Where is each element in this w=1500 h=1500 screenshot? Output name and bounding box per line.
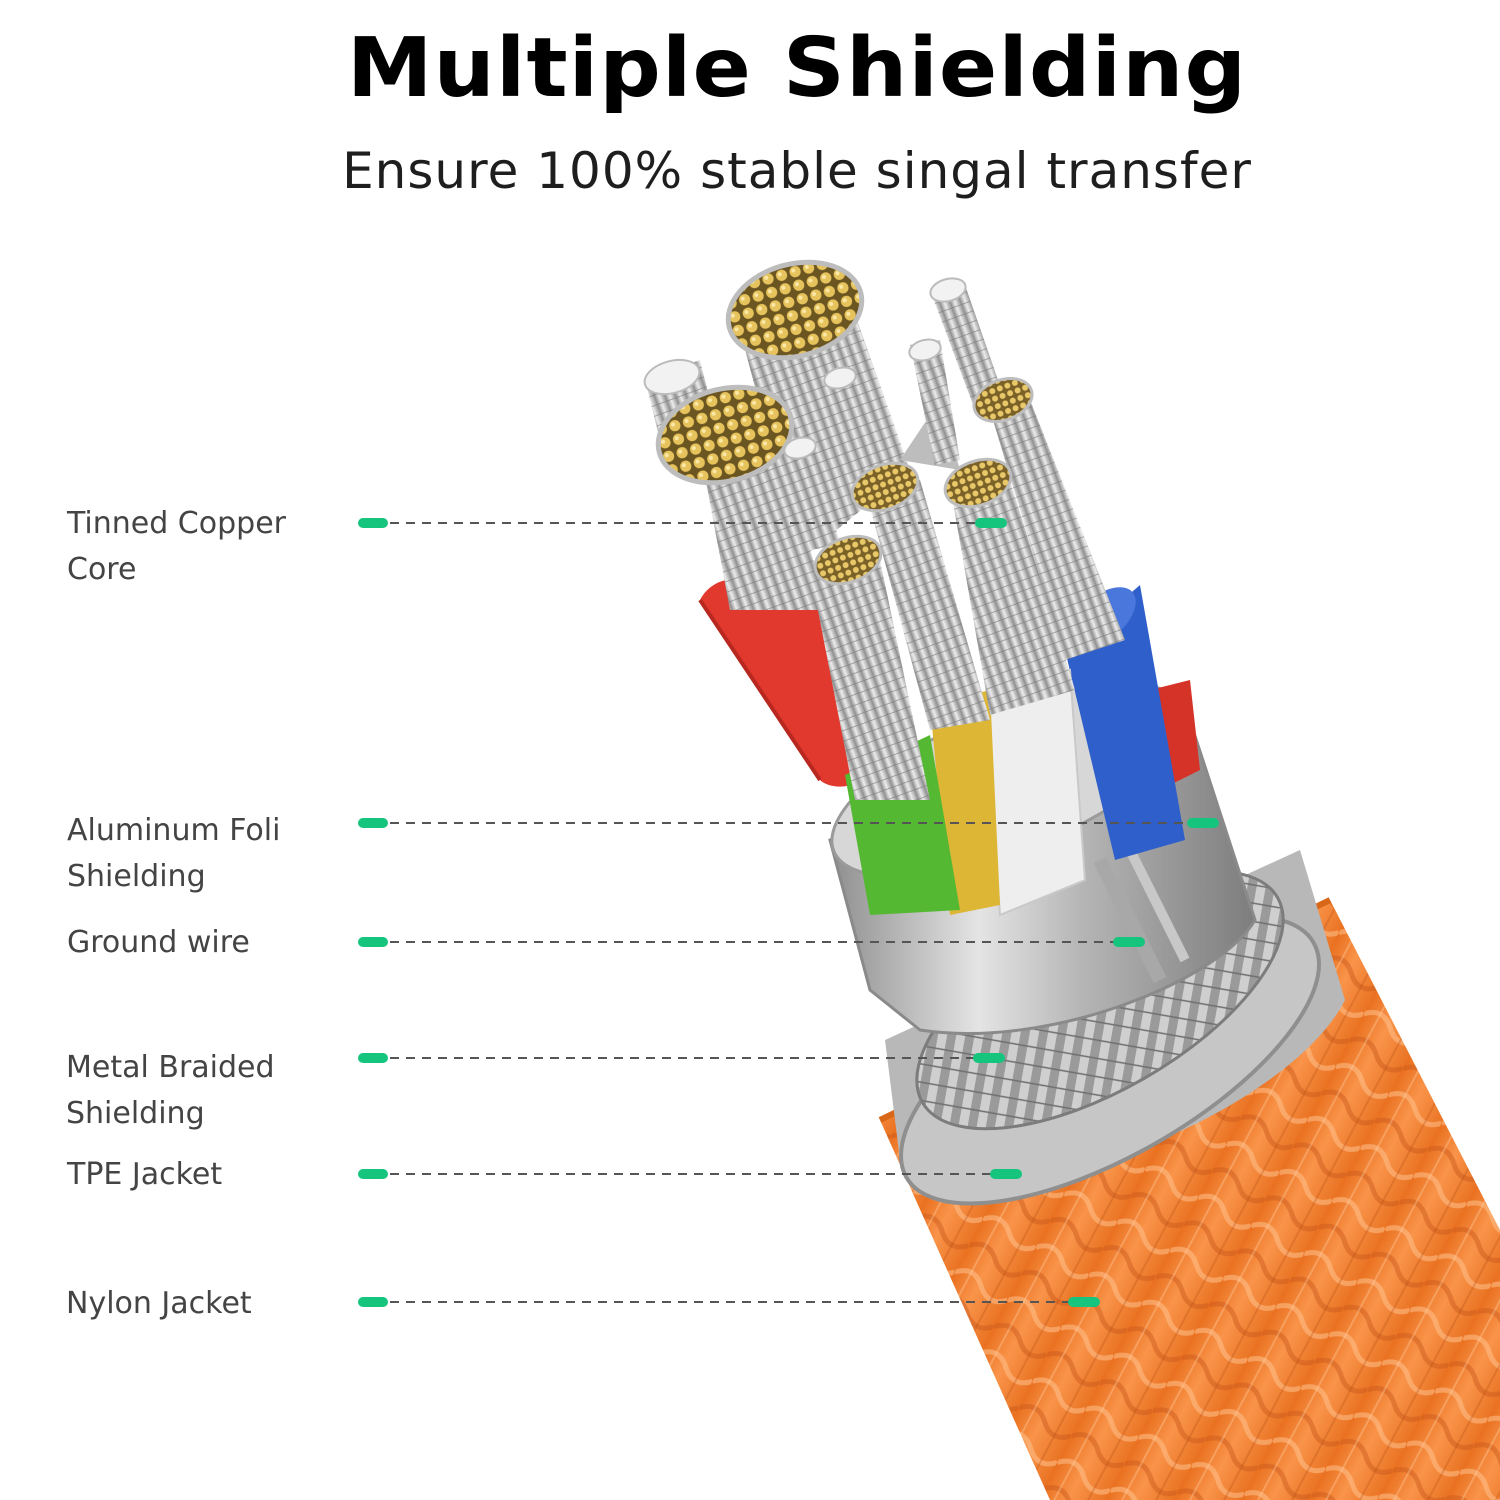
label-line: Shielding [66,1096,205,1131]
label-ground-wire: Ground wire [67,920,357,966]
marker-right-nylon [1068,1297,1100,1307]
marker-left-copper [358,518,388,528]
label-nylon-jacket: Nylon Jacket [66,1281,356,1327]
marker-right-foil [1187,818,1219,828]
marker-right-braid [973,1053,1005,1063]
blue-wire-shape [1065,585,1185,860]
label-line: Ground wire [67,925,250,960]
label-metal-braided-shielding: Metal Braided Shielding [66,1045,356,1137]
marker-right-tpe [990,1169,1022,1179]
label-line: Core [67,552,137,587]
label-line: TPE Jacket [67,1157,223,1192]
marker-right-copper [975,518,1007,528]
ground-wire-shape [1093,856,1167,984]
label-line: Tinned Copper [67,506,286,541]
label-line: Aluminum Foli [67,813,281,848]
marker-left-ground [358,937,388,947]
label-line: Shielding [67,859,206,894]
marker-left-nylon [358,1297,388,1307]
marker-left-braid [358,1053,388,1063]
label-line: Nylon Jacket [66,1286,252,1321]
marker-left-foil [358,818,388,828]
page-title: Multiple Shielding [346,21,1248,116]
label-tpe-jacket: TPE Jacket [67,1152,357,1198]
label-tinned-copper-core: Tinned Copper Core [67,501,357,593]
copper-core-face [725,259,865,361]
label-line: Metal Braided [66,1050,275,1085]
page-subtitle: Ensure 100% stable singal transfer [342,142,1252,200]
label-aluminum-foil-shielding: Aluminum Foli Shielding [67,808,357,900]
marker-right-ground [1113,937,1145,947]
marker-left-tpe [358,1169,388,1179]
